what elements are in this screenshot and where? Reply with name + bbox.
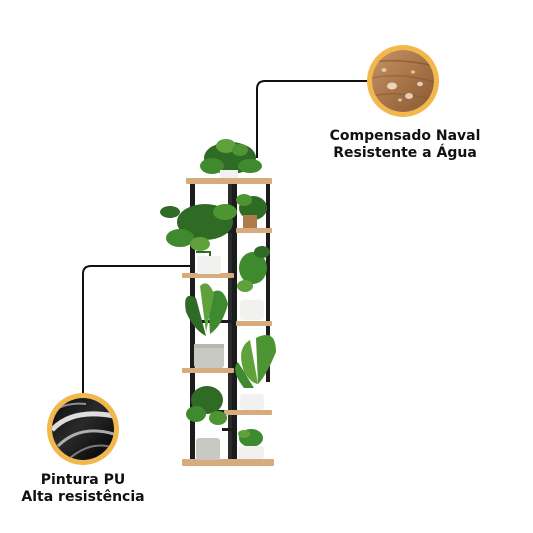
feature-label-line: Pintura PU [40,472,126,488]
plant-upper-right [236,194,267,228]
plant-bottom-right [238,429,264,459]
feature-label-pintura: Pintura PU Alta resistência [14,472,152,506]
glossy-paint-icon [47,393,119,465]
plant-top [200,139,262,178]
plant-alocasia [185,283,228,368]
shelf [236,321,272,326]
plant-monstera [160,204,237,274]
plant-bottom-left [186,386,227,460]
plants [160,139,276,460]
plant-pothos [237,246,270,320]
plant-right-tall [235,335,276,410]
connector-line-bottom [82,265,190,397]
feature-label-compensado: Compensado Naval Resistente a Água [320,128,490,162]
shelf [182,459,274,466]
water-droplets-wood-icon [367,45,439,117]
connector-line-top [256,80,371,158]
shelf [224,410,272,415]
feature-label-line: Compensado Naval [329,128,481,144]
shelf [182,273,234,278]
shelf [182,368,234,373]
shelf [186,178,272,184]
shelf [236,228,272,233]
wooden-shelves [182,178,274,466]
feature-label-line: Resistente a Água [333,145,477,161]
feature-label-line: Alta resistência [21,489,145,505]
